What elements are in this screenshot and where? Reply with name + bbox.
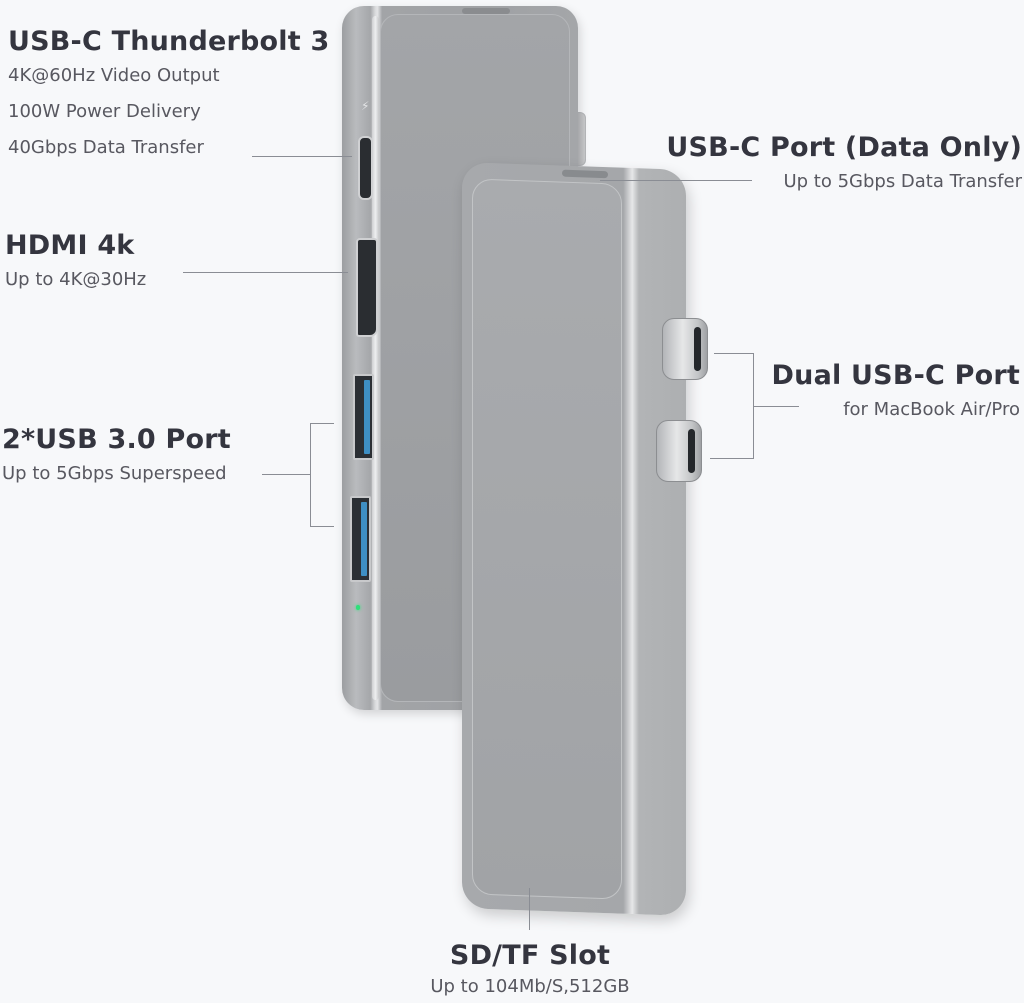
dual-usbc-leader-line [753,406,799,407]
thunderbolt-leader-line [252,156,352,157]
thunderbolt-callout: USB-C Thunderbolt 3 4K@60Hz Video Output… [8,26,329,166]
sd-tf-leader-line [529,888,530,930]
hub-front-unit [462,162,686,916]
hdmi-leader-line [183,272,348,273]
usb3-port-1 [353,374,374,460]
thunderbolt-usbc-port [358,136,373,200]
thunderbolt-line-3: 40Gbps Data Transfer [8,137,204,158]
usbc-data-leader-line [600,180,752,181]
dual-usbc-bracket-top [714,353,754,354]
usb3-callout: 2*USB 3.0 Port Up to 5Gbps Superspeed [2,424,231,492]
sd-tf-title: SD/TF Slot [449,940,611,971]
thunderbolt-title: USB-C Thunderbolt 3 [8,26,330,57]
thunderbolt-line-2: 100W Power Delivery [8,101,201,122]
usbc-plug-1 [662,318,708,380]
dual-usbc-line-1: for MacBook Air/Pro [843,399,1020,420]
usb3-bracket-vertical [310,423,311,527]
usbc-data-title: USB-C Port (Data Only) [666,132,1022,163]
usb3-port-2 [350,496,371,582]
usb3-leader-line [262,474,310,475]
hdmi-callout: HDMI 4k Up to 4K@30Hz [5,230,146,298]
hdmi-title: HDMI 4k [5,230,135,261]
thunderbolt-icon: ⚡ [361,99,370,113]
usbc-data-line-1: Up to 5Gbps Data Transfer [783,171,1022,192]
thunderbolt-line-1: 4K@60Hz Video Output [8,65,220,86]
usb3-bracket-bottom [310,526,334,527]
usbc-data-callout: USB-C Port (Data Only) Up to 5Gbps Data … [666,132,1022,200]
dual-usbc-title: Dual USB-C Port [771,360,1020,391]
dual-usbc-bracket-bottom [710,458,754,459]
dual-usbc-callout: Dual USB-C Port for MacBook Air/Pro [772,360,1020,428]
sd-tf-line-1: Up to 104Mb/S,512GB [430,976,630,997]
sd-tf-callout: SD/TF Slot Up to 104Mb/S,512GB [420,940,640,1002]
usb3-line-1: Up to 5Gbps Superspeed [2,463,227,484]
usb3-bracket-top [310,423,334,424]
hdmi-line-1: Up to 4K@30Hz [5,269,147,290]
status-led [356,605,360,610]
top-port-slot [462,8,510,14]
hub-front-face [472,178,622,900]
usbc-plug-2 [656,420,702,482]
hdmi-port [356,238,378,337]
chamfer-edge [372,16,379,700]
data-usbc-port [562,169,608,179]
usb3-title: 2*USB 3.0 Port [2,424,231,455]
